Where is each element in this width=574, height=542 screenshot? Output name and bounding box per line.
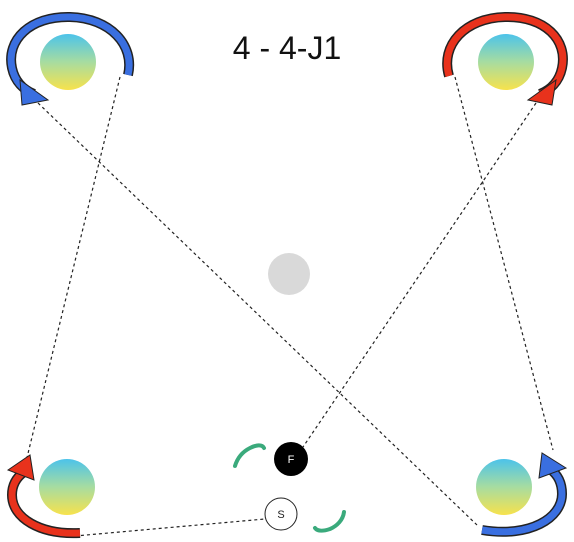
- corner-ball-top-left: [40, 34, 96, 90]
- rotation-arrow-top-left-blue-icon: [6, 11, 135, 106]
- player-first-label: F: [288, 454, 295, 466]
- corner-ball-bottom-left: [39, 459, 95, 515]
- player-second: S: [264, 497, 298, 531]
- rotation-arrow-top-right-red-icon: [442, 11, 568, 106]
- center-ball: [268, 253, 310, 295]
- corner-ball-top-right: [478, 34, 534, 90]
- diagram-title: 4 - 4-J1: [232, 30, 342, 66]
- rotation-arrow-bottom-left-red-icon: [6, 454, 81, 539]
- path-top-left-to-bottom-right: [37, 102, 478, 526]
- player-first: F: [274, 442, 308, 476]
- path-top-right-to-bottom-right: [454, 76, 554, 451]
- path-bottom-left-to-second: [74, 518, 266, 537]
- path-top-right-to-first: [302, 102, 537, 448]
- rotation-arrow-bottom-right-blue-icon: [481, 452, 568, 537]
- green-marker-left-icon: [233, 443, 266, 468]
- green-marker-right-icon: [313, 510, 346, 533]
- corner-ball-bottom-right: [476, 459, 532, 515]
- path-top-left-to-bottom-left: [21, 76, 121, 479]
- player-second-label: S: [277, 509, 284, 521]
